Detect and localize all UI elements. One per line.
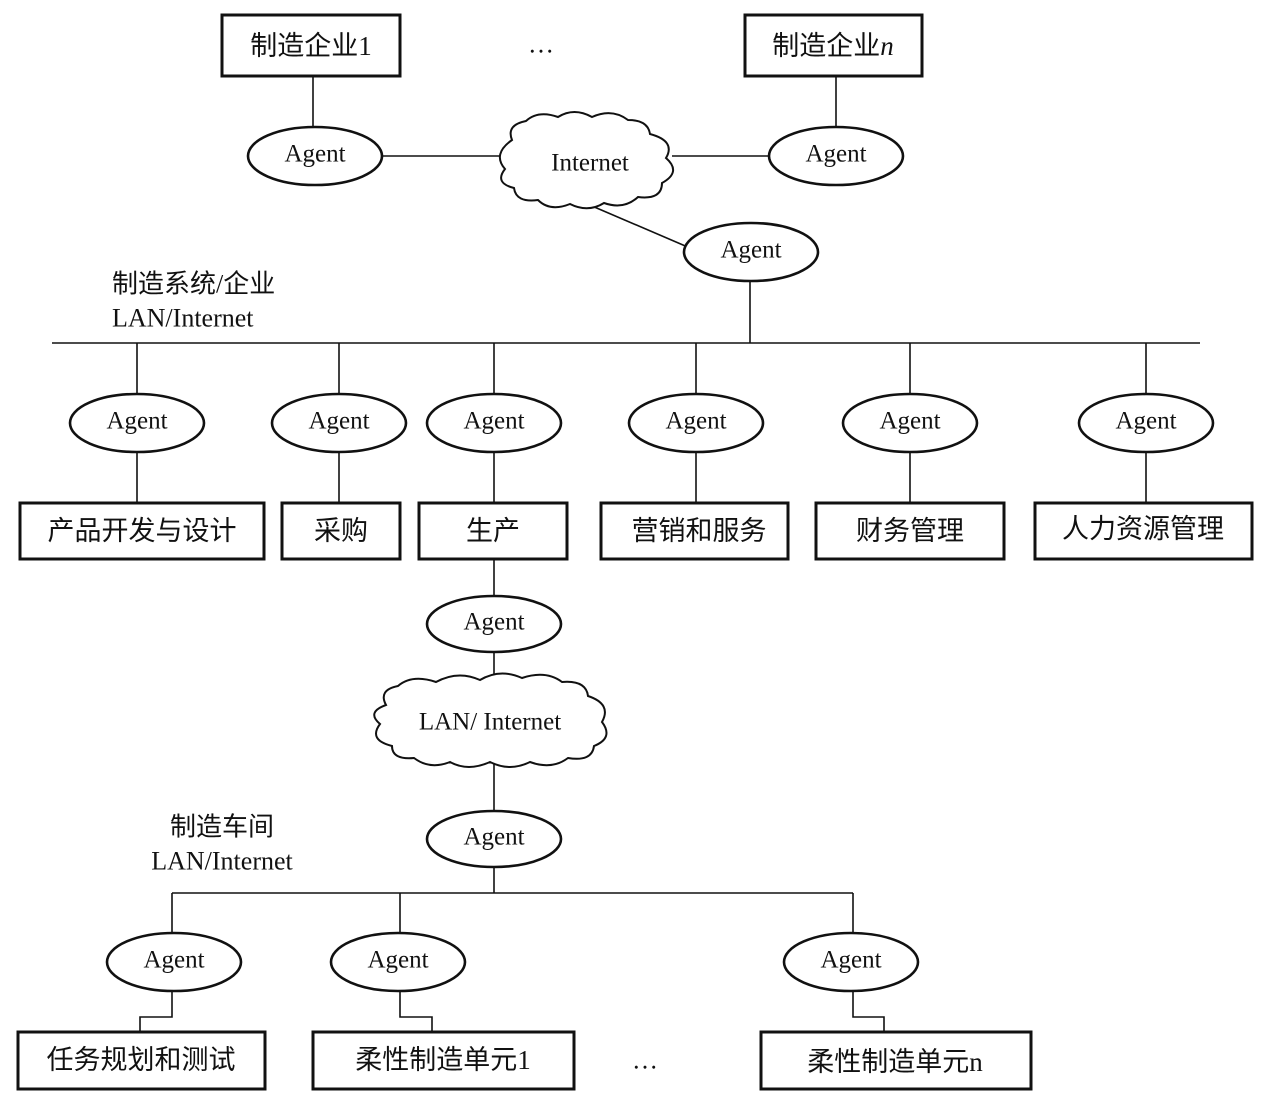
production-lan-cloud: LAN/ Internet bbox=[373, 672, 608, 768]
department-label: 人力资源管理 bbox=[1062, 514, 1224, 544]
agent-node: Agent bbox=[105, 931, 243, 993]
agent-node: Agent bbox=[246, 125, 384, 187]
system-agent-node: Agent bbox=[682, 221, 820, 283]
department-label: 生产 bbox=[466, 516, 520, 546]
cells-ellipsis: … bbox=[632, 1046, 658, 1075]
enterprise-box-1: 制造企业1 bbox=[220, 13, 402, 78]
agent-label: Agent bbox=[463, 408, 524, 435]
workshop-agent-node: Agent bbox=[425, 809, 563, 869]
department-agents: Agent Agent Agent Agent Agent Agent bbox=[68, 392, 1215, 454]
internet-cloud-label: Internet bbox=[551, 150, 629, 177]
cell-label: 柔性制造单元1 bbox=[355, 1045, 531, 1075]
department-label: 营销和服务 bbox=[632, 516, 767, 546]
agent-label: Agent bbox=[665, 408, 726, 435]
connectors bbox=[52, 76, 1200, 1032]
link-agent-task bbox=[139, 990, 173, 1032]
agent-node: Agent bbox=[270, 392, 408, 454]
enterprise-1-label: 制造企业1 bbox=[250, 31, 372, 61]
agent-node: Agent bbox=[68, 392, 206, 454]
production-lan-cloud-label: LAN/ Internet bbox=[419, 709, 561, 736]
link-agent-cell1 bbox=[399, 990, 433, 1032]
agent-label: Agent bbox=[367, 947, 428, 974]
agent-label: Agent bbox=[143, 947, 204, 974]
agent-label: Agent bbox=[106, 408, 167, 435]
workshop-network-title: 制造车间 bbox=[170, 813, 274, 842]
enterprise-box-n: 制造企业n bbox=[743, 13, 924, 78]
enterprise-n-label: 制造企业n bbox=[772, 31, 894, 61]
agent-label: Agent bbox=[463, 609, 524, 636]
link-internet-system-agent bbox=[591, 205, 691, 249]
agent-label: Agent bbox=[720, 237, 781, 264]
production-agent-node: Agent bbox=[425, 594, 563, 654]
cell-task-planning: 任务规划和测试 bbox=[16, 1030, 267, 1091]
cell-agents: Agent Agent Agent bbox=[105, 931, 920, 993]
agent-node: Agent bbox=[782, 931, 920, 993]
cell-fms-n: 柔性制造单元n bbox=[759, 1030, 1033, 1091]
workshop-network-subtitle: LAN/Internet bbox=[151, 847, 293, 876]
agent-node: Agent bbox=[1077, 392, 1215, 454]
department-label: 产品开发与设计 bbox=[48, 516, 237, 546]
department-label: 采购 bbox=[314, 516, 368, 546]
system-network-subtitle: LAN/Internet bbox=[112, 304, 254, 333]
agent-label: Agent bbox=[308, 408, 369, 435]
department-boxes: 产品开发与设计 采购 生产 营销和服务 财务管理 人力资源管理 bbox=[18, 501, 1254, 561]
department-product-design: 产品开发与设计 bbox=[18, 501, 266, 561]
agent-label: Agent bbox=[1115, 408, 1176, 435]
internet-cloud: Internet bbox=[498, 111, 674, 210]
agent-node: Agent bbox=[841, 392, 979, 454]
cell-label: 任务规划和测试 bbox=[47, 1045, 236, 1075]
department-label: 财务管理 bbox=[856, 516, 964, 546]
department-purchasing: 采购 bbox=[280, 501, 402, 561]
cell-fms-1: 柔性制造单元1 bbox=[311, 1030, 576, 1091]
department-human-resources: 人力资源管理 bbox=[1033, 501, 1254, 561]
system-network-title: 制造系统/企业 bbox=[112, 270, 275, 299]
agent-node: Agent bbox=[767, 125, 905, 187]
agent-node: Agent bbox=[627, 392, 765, 454]
enterprises-ellipsis: … bbox=[528, 30, 554, 59]
department-marketing: 营销和服务 bbox=[599, 501, 790, 561]
agent-label: Agent bbox=[463, 824, 524, 851]
cell-label: 柔性制造单元n bbox=[807, 1047, 983, 1077]
agent-label: Agent bbox=[284, 141, 345, 168]
department-finance: 财务管理 bbox=[814, 501, 1006, 561]
agent-label: Agent bbox=[879, 408, 940, 435]
agent-node: Agent bbox=[329, 931, 467, 993]
department-production: 生产 bbox=[417, 501, 569, 561]
agent-node: Agent bbox=[425, 392, 563, 454]
agent-label: Agent bbox=[805, 141, 866, 168]
link-agent-celln bbox=[852, 990, 885, 1032]
agent-label: Agent bbox=[820, 947, 881, 974]
